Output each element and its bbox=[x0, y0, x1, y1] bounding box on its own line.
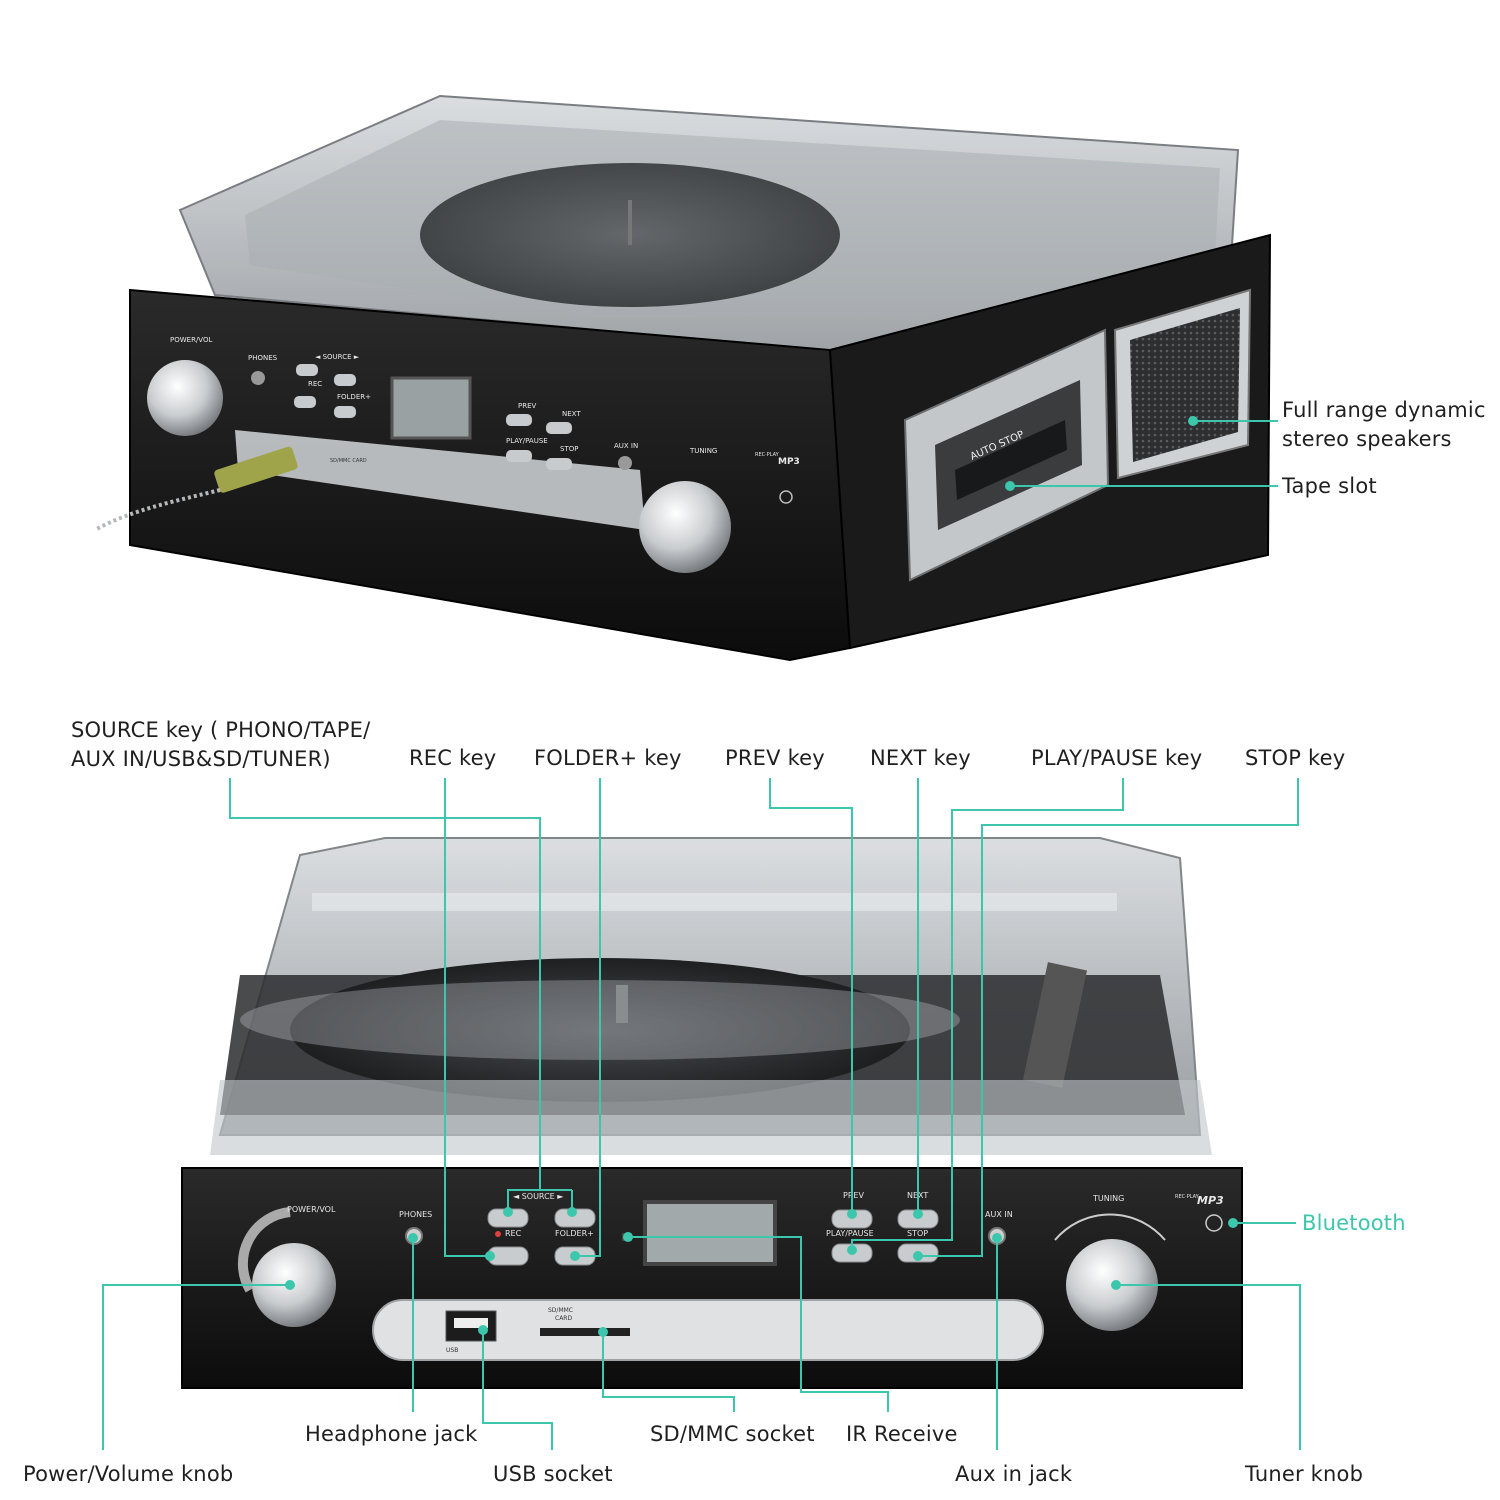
callout-next-key: NEXT key bbox=[870, 746, 971, 770]
front-label-usb: USB bbox=[446, 1347, 458, 1354]
callout-stop-key: STOP key bbox=[1245, 746, 1346, 770]
top-turntable: POWER/VOL PHONES ◄ SOURCE ► REC FOLDER+ … bbox=[94, 94, 1272, 662]
callout-source-key: SOURCE key ( PHONO/TAPE/ AUX IN/USB&SD/T… bbox=[71, 716, 370, 774]
front-turntable: POWER/VOL PHONES ◄ SOURCE ► REC FOLDER+ … bbox=[181, 837, 1243, 1389]
front-label-mp3: MP3 bbox=[1197, 1194, 1224, 1207]
front-label-rec: REC bbox=[505, 1229, 522, 1238]
top-label-stop: STOP bbox=[560, 445, 578, 453]
callout-source-line1: SOURCE key ( PHONO/TAPE/ bbox=[71, 718, 371, 742]
front-label-prev: PREV bbox=[843, 1191, 864, 1200]
leader-ir bbox=[628, 1236, 889, 1412]
front-label-source: ◄ SOURCE ► bbox=[513, 1192, 564, 1201]
callout-bluetooth: Bluetooth bbox=[1302, 1211, 1406, 1235]
front-label-tuning: TUNING bbox=[1092, 1194, 1124, 1203]
top-label-next: NEXT bbox=[562, 410, 581, 418]
top-label-folder: FOLDER+ bbox=[337, 393, 371, 401]
front-label-card-line2: CARD bbox=[555, 1315, 572, 1322]
leader-sd bbox=[602, 1332, 735, 1412]
top-power-knob bbox=[147, 360, 223, 436]
leader-play-pause bbox=[851, 778, 1124, 1248]
front-label-folder: FOLDER+ bbox=[555, 1229, 594, 1238]
front-lcd-display bbox=[643, 1200, 777, 1266]
callout-source-line2: AUX IN/USB&SD/TUNER) bbox=[71, 747, 331, 771]
top-label-prev: PREV bbox=[518, 402, 537, 410]
usb-stick bbox=[214, 446, 298, 493]
callout-usb-socket: USB socket bbox=[493, 1462, 613, 1486]
key-chain bbox=[94, 488, 221, 532]
callout-tape-slot: Tape slot bbox=[1282, 474, 1377, 498]
callout-speakers: Full range dynamic stereo speakers bbox=[1282, 396, 1486, 454]
callout-speakers-line1: Full range dynamic bbox=[1282, 398, 1486, 422]
callout-headphone-jack: Headphone jack bbox=[305, 1422, 478, 1446]
front-sd-slot bbox=[540, 1328, 630, 1336]
leader-rec bbox=[444, 778, 488, 1257]
leader-tuner bbox=[1116, 1284, 1301, 1450]
callout-speakers-line2: stereo speakers bbox=[1282, 427, 1452, 451]
leader-prev bbox=[769, 778, 853, 1210]
callout-sd-socket: SD/MMC socket bbox=[650, 1422, 815, 1446]
front-label-play-pause: PLAY/PAUSE bbox=[826, 1229, 874, 1238]
top-label-source: ◄ SOURCE ► bbox=[315, 353, 360, 361]
callout-rec-key: REC key bbox=[409, 746, 497, 770]
callout-prev-key: PREV key bbox=[725, 746, 825, 770]
top-label-phones: PHONES bbox=[248, 354, 278, 362]
front-label-stop: STOP bbox=[907, 1229, 928, 1238]
top-speaker bbox=[1113, 288, 1252, 480]
callout-folder-key: FOLDER+ key bbox=[534, 746, 682, 770]
top-tuning-knob bbox=[639, 481, 731, 573]
leader-power-knob bbox=[102, 1284, 290, 1450]
leader-folder bbox=[575, 778, 601, 1257]
top-label-aux-in: AUX IN bbox=[614, 442, 638, 450]
leader-lines bbox=[102, 778, 1301, 1450]
front-label-phones: PHONES bbox=[399, 1210, 432, 1219]
front-rec-led bbox=[495, 1231, 501, 1237]
leader-usb bbox=[482, 1330, 553, 1450]
callout-aux-jack: Aux in jack bbox=[955, 1462, 1073, 1486]
top-label-power-vol: POWER/VOL bbox=[170, 336, 212, 344]
callout-play-pause-key: PLAY/PAUSE key bbox=[1031, 746, 1203, 770]
top-label-rec: REC bbox=[308, 380, 322, 388]
leader-stop bbox=[918, 778, 1299, 1257]
top-bluetooth-icon bbox=[779, 490, 793, 504]
callout-tuner-knob: Tuner knob bbox=[1245, 1462, 1364, 1486]
top-lcd-display bbox=[390, 376, 472, 440]
top-label-rec-play: REC·PLAY bbox=[755, 452, 780, 458]
front-label-aux-in: AUX IN bbox=[985, 1210, 1013, 1219]
top-label-tuning: TUNING bbox=[689, 447, 717, 455]
top-label-card: SD/MMC CARD bbox=[330, 458, 367, 464]
front-label-card-line1: SD/MMC bbox=[548, 1307, 573, 1314]
front-tonearm bbox=[1022, 962, 1088, 1088]
front-label-power-vol: POWER/VOL bbox=[287, 1205, 336, 1214]
front-label-rec-play: REC·PLAY bbox=[1175, 1194, 1200, 1200]
leader-source bbox=[229, 778, 541, 1209]
callout-power-knob: Power/Volume knob bbox=[23, 1462, 234, 1486]
callout-ir-receive: IR Receive bbox=[846, 1422, 958, 1446]
top-label-mp3: MP3 bbox=[778, 457, 800, 467]
front-bluetooth-icon bbox=[1205, 1214, 1223, 1232]
front-slot-bar bbox=[372, 1299, 1044, 1361]
top-label-play-pause: PLAY/PAUSE bbox=[506, 437, 548, 445]
